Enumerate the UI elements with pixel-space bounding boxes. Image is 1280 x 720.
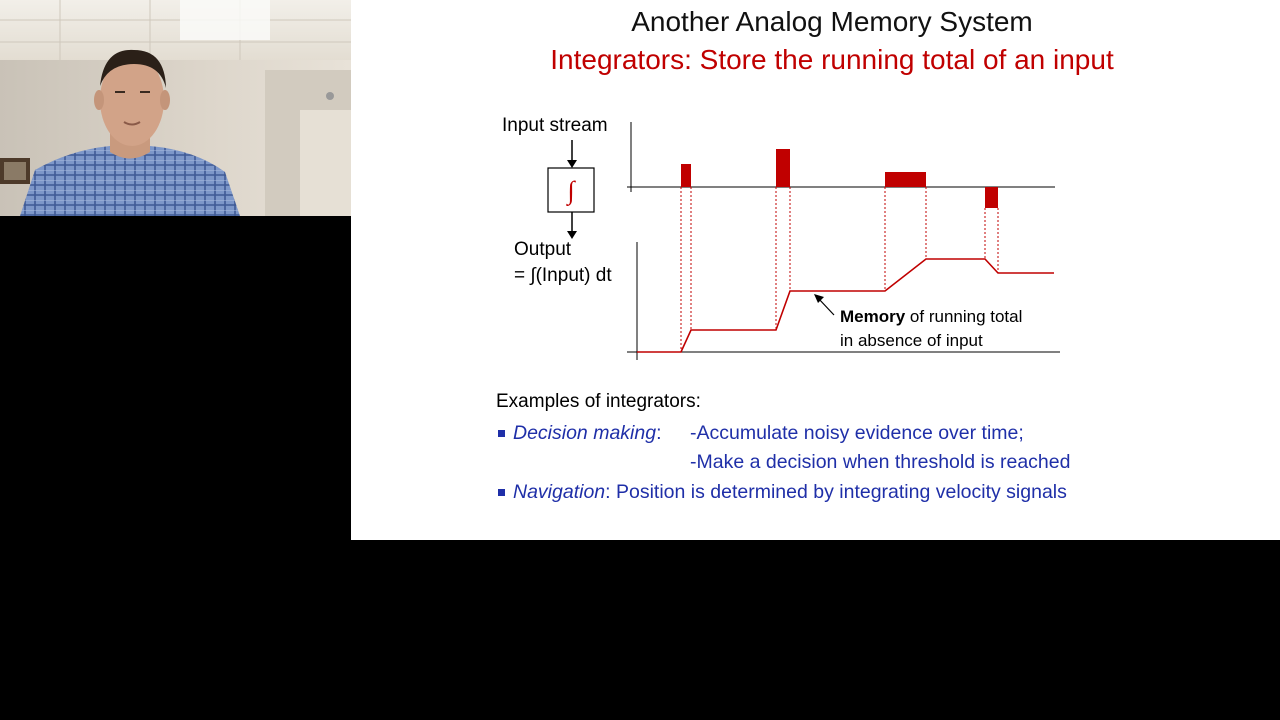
decision-making-term: Decision making: [513, 422, 657, 444]
memory-arrow-head: [814, 294, 824, 303]
output-arrow-head: [567, 231, 577, 239]
input-pulse-4-negative: [985, 187, 998, 208]
decision-making-line-1: -Accumulate noisy evidence over time;: [690, 422, 1024, 444]
input-stream-label: Input stream: [502, 115, 608, 136]
bullet-icon: [498, 489, 505, 496]
examples-heading: Examples of integrators:: [496, 391, 701, 412]
navigation-line-1: Position is determined by integrating ve…: [615, 481, 1067, 503]
output-formula: = ∫(Input) dt: [514, 265, 612, 286]
input-pulse-2: [776, 149, 790, 187]
input-pulse-1: [681, 164, 691, 187]
integral-symbol: ∫: [565, 176, 576, 206]
memory-annotation: Memory of running total: [840, 307, 1022, 327]
presenter-video-image: [0, 0, 351, 216]
presentation-slide: Another Analog Memory System Integrators…: [351, 0, 1280, 540]
output-label: Output: [514, 239, 572, 260]
navigation-sep: :: [605, 481, 611, 503]
bullet-icon: [498, 430, 505, 437]
memory-bold-word: Memory: [840, 307, 906, 326]
memory-annotation-line2: in absence of input: [840, 331, 983, 350]
navigation-term: Navigation: [513, 481, 606, 503]
integrator-diagram: ∫: [547, 122, 1060, 360]
slide-title: Another Analog Memory System: [631, 6, 1033, 37]
example-navigation: Navigation: Position is determined by in…: [513, 481, 1067, 504]
guide-lines: [680, 187, 999, 352]
memory-rest-text: of running total: [909, 307, 1023, 326]
slide-subtitle: Integrators: Store the running total of …: [550, 44, 1114, 75]
input-arrow-head: [567, 160, 577, 168]
example-decision-term: Decision making:: [513, 422, 661, 445]
webcam-feed: [0, 0, 351, 216]
integrator-box: [547, 167, 595, 213]
decision-making-sep: :: [656, 422, 662, 444]
decision-making-line-2: -Make a decision when threshold is reach…: [690, 451, 1071, 473]
input-pulse-3: [885, 172, 926, 187]
output-trace: [637, 258, 1054, 353]
memory-arrow: [817, 297, 835, 316]
